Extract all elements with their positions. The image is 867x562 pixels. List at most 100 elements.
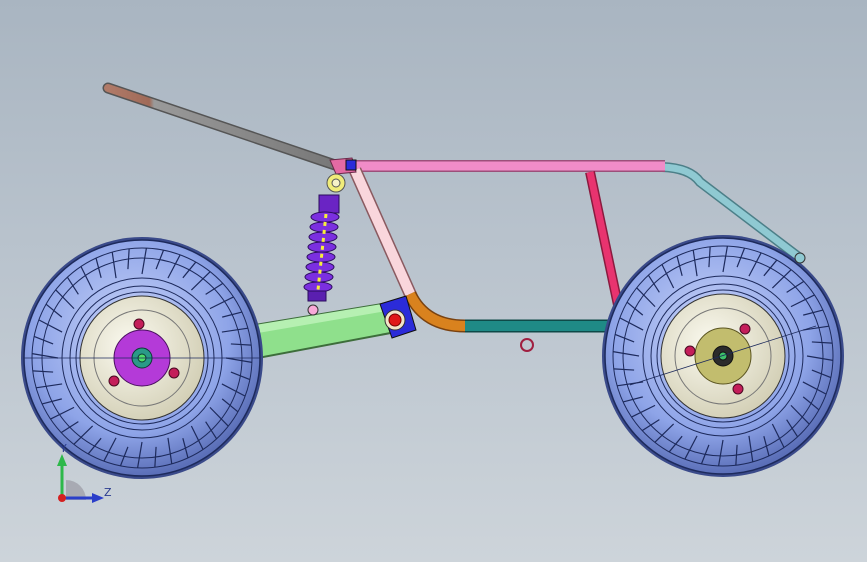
tread-block [182,261,197,279]
tread-block [230,343,252,346]
tread-block [95,257,102,278]
tread-block [771,423,785,448]
tread-block [684,435,698,460]
tread-block [722,245,728,273]
tread-block [137,441,143,469]
tread-block [141,247,147,275]
tread-block [190,425,204,450]
tread-block [87,437,102,455]
tread-block [811,369,832,379]
tread-block [735,444,738,466]
swing-arm[interactable] [253,301,398,360]
front-vertical-tube[interactable] [585,170,623,307]
triad-z-label: Z [104,486,112,499]
triad-z-arrow-icon [92,493,104,503]
tread-block [103,437,117,462]
front-tread-blocks [612,245,834,467]
shock-spring [303,211,340,293]
tread-block [668,435,683,453]
tread-block [786,280,805,293]
tread-block [661,264,675,289]
tread-block [41,398,62,405]
tread-block [209,406,229,427]
tread-block [622,396,643,403]
front-wheel[interactable] [602,235,844,477]
upper-frame-joint[interactable] [329,157,357,175]
tread-block [790,294,815,308]
tread-block [222,311,243,318]
rear-hub-bolt [108,375,120,387]
tread-block [230,371,251,381]
shock-lower-mount[interactable] [307,304,319,316]
tread-block [771,269,792,289]
tread-block [182,438,189,459]
tread-block [60,421,79,434]
triad-y-label: Y [59,442,67,455]
triad-x-axis-icon [58,494,66,502]
tread-block [700,444,710,465]
tread-block [209,296,234,310]
tread-block [654,423,675,443]
triad-plane [66,480,86,500]
rear-shock-absorber[interactable] [303,173,346,316]
rear-tread-blocks [31,247,253,469]
tread-block [612,351,640,357]
rear-wheel[interactable] [21,237,263,479]
coordinate-triad: Y Z [57,442,112,503]
seat-post[interactable] [102,82,344,172]
tread-block [225,357,253,363]
tread-block [155,249,165,270]
front-hub-bolt [732,383,744,395]
tread-block [221,383,246,397]
tread-block [66,276,79,295]
tread-block [790,404,810,425]
tread-block [205,421,218,440]
frame-bend[interactable] [404,290,466,333]
nose-tube[interactable] [657,162,805,263]
tread-block [127,248,130,270]
tread-block [111,252,117,279]
tread-block [167,437,173,464]
tread-block [806,355,834,361]
tread-block [708,246,711,268]
shock-body [318,194,340,214]
tread-block [802,396,820,411]
tread-block [763,436,770,457]
tread-block [613,368,635,371]
tread-block [631,404,656,418]
tread-block [748,435,754,462]
tread-block [718,439,724,467]
tread-block [803,309,824,316]
tread-block [221,327,248,333]
tread-block [50,406,75,420]
tread-block [80,266,94,291]
tread-block [676,255,683,276]
nose-tube-end[interactable] [794,252,806,264]
tread-block [154,446,157,468]
down-tube[interactable] [349,167,418,301]
swingarm-pivot[interactable] [379,295,417,339]
tread-block [736,247,746,268]
tread-block [748,252,762,277]
tread-block [190,271,211,291]
tread-block [802,381,827,395]
tread-block [221,398,239,413]
tread-block [811,341,833,344]
tread-block [205,282,224,295]
tread-block [647,274,660,293]
tread-block [692,250,698,277]
triad-y-arrow-icon [57,454,67,466]
tread-block [33,335,54,345]
tread-block [73,425,94,445]
tread-block [167,254,181,279]
tread-block [119,446,129,467]
rear-hub-bolt [133,318,145,330]
tread-block [36,383,63,389]
front-hub-bolt [684,345,696,357]
tread-block [636,287,656,308]
tread-block [619,317,644,331]
bottom-mount-tab[interactable] [520,338,534,352]
tread-block [786,419,799,438]
